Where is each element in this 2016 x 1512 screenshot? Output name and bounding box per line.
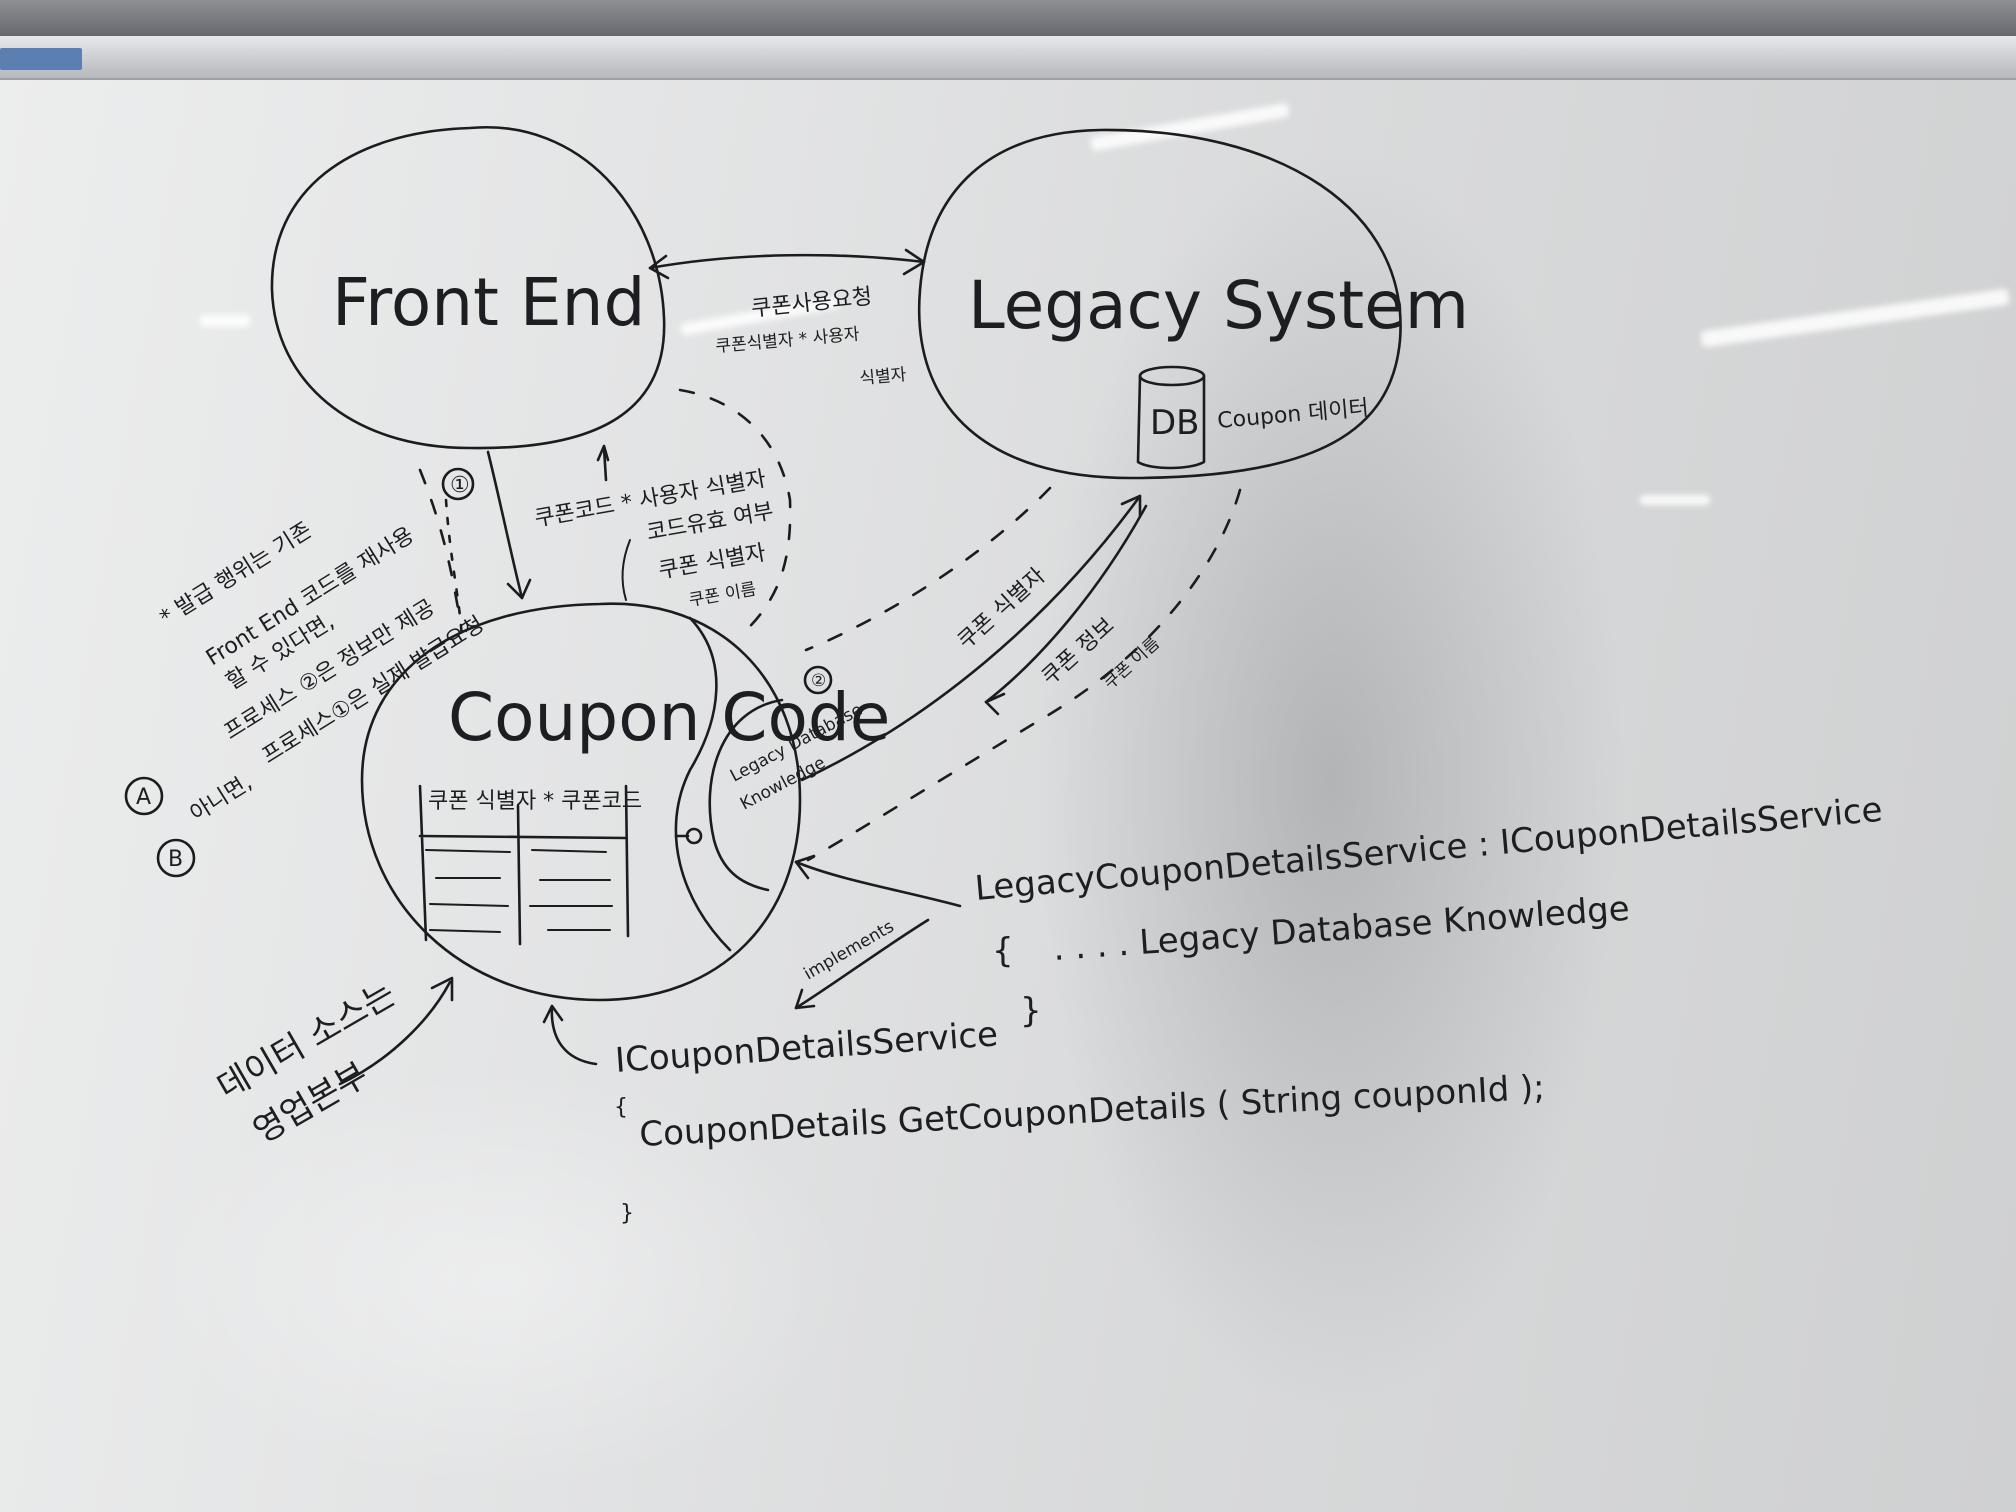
frontend-legacy-arrow <box>648 253 926 270</box>
frontend-to-coupon-arrow <box>486 450 524 600</box>
legacy-knowledge-region <box>674 616 732 952</box>
iface-to-coupon-arrow <box>550 1004 598 1066</box>
code-iface-method: CouponDetails GetCouponDetails ( String … <box>638 1068 1545 1155</box>
database-label: DB <box>1150 403 1200 443</box>
code-legacy-open: { <box>992 931 1014 971</box>
dashed-connector <box>806 488 1242 862</box>
table-header: 쿠폰 식별자 * 쿠폰코드 <box>428 789 642 814</box>
note-b-marker <box>156 838 196 878</box>
note-b-text: 아니면, <box>186 770 257 827</box>
ceiling-light-reflection <box>1640 495 1710 505</box>
whiteboard-surface <box>0 80 2016 1512</box>
code-iface-close: } <box>620 1201 634 1226</box>
whiteboard-top-frame <box>0 0 2016 42</box>
coupon-data-label: Coupon 데이터 <box>1216 396 1369 434</box>
code-legacy-class: LegacyCouponDetailsService : ICouponDeta… <box>973 790 1884 909</box>
coupon-to-frontend-arrow <box>596 444 610 482</box>
note-b-label: B <box>168 847 183 872</box>
frontend-circle <box>270 125 666 450</box>
coupon-table <box>418 784 630 946</box>
frontend-label: Front End <box>332 264 645 341</box>
label-coupon-id: 쿠폰 식별자 <box>953 563 1050 654</box>
code-legacy-body: . . . . Legacy Database Knowledge <box>1052 889 1631 969</box>
step-2-label: ② <box>811 671 826 691</box>
legacy-system-label: Legacy System <box>968 267 1469 344</box>
step-2-marker <box>803 665 833 695</box>
legacy-system-circle <box>917 128 1402 480</box>
label-top-3: 식별자 <box>859 365 908 389</box>
ceiling-light-reflection <box>200 315 250 327</box>
label-coupon-info-2: 쿠폰 이름 <box>1100 633 1164 693</box>
note-a-label: A <box>136 785 151 810</box>
implements-arrow <box>794 918 930 1010</box>
label-top-1: 쿠폰사용요청 <box>750 284 873 322</box>
code-legacy-close: } <box>1020 991 1042 1031</box>
data-source-arrow <box>338 980 452 1086</box>
legacy-service-arrow <box>794 860 962 908</box>
code-iface-name: ICouponDetailsService <box>614 1014 999 1081</box>
label-top-2: 쿠폰식별자 * 사용자 <box>715 324 861 357</box>
database-icon <box>1136 365 1206 470</box>
dashed-connector <box>804 486 1052 652</box>
dashed-connector <box>418 468 462 622</box>
db-to-knowledge-arrow <box>984 504 1148 704</box>
label-validity-3: 쿠폰 이름 <box>687 579 757 610</box>
dashed-connector <box>678 388 792 638</box>
label-validity-2: 쿠폰 식별자 <box>657 540 768 583</box>
note-a-marker <box>124 776 164 816</box>
step-1-label: ① <box>450 473 470 498</box>
coupon-code-circle <box>360 602 802 1002</box>
knowledge-to-db-arrow <box>800 494 1142 782</box>
whiteboard-rail <box>0 36 2016 80</box>
code-iface-open: { <box>614 1095 628 1120</box>
sticker-label <box>0 48 82 70</box>
dashed-connector <box>444 498 464 642</box>
step-1-marker <box>441 467 475 501</box>
